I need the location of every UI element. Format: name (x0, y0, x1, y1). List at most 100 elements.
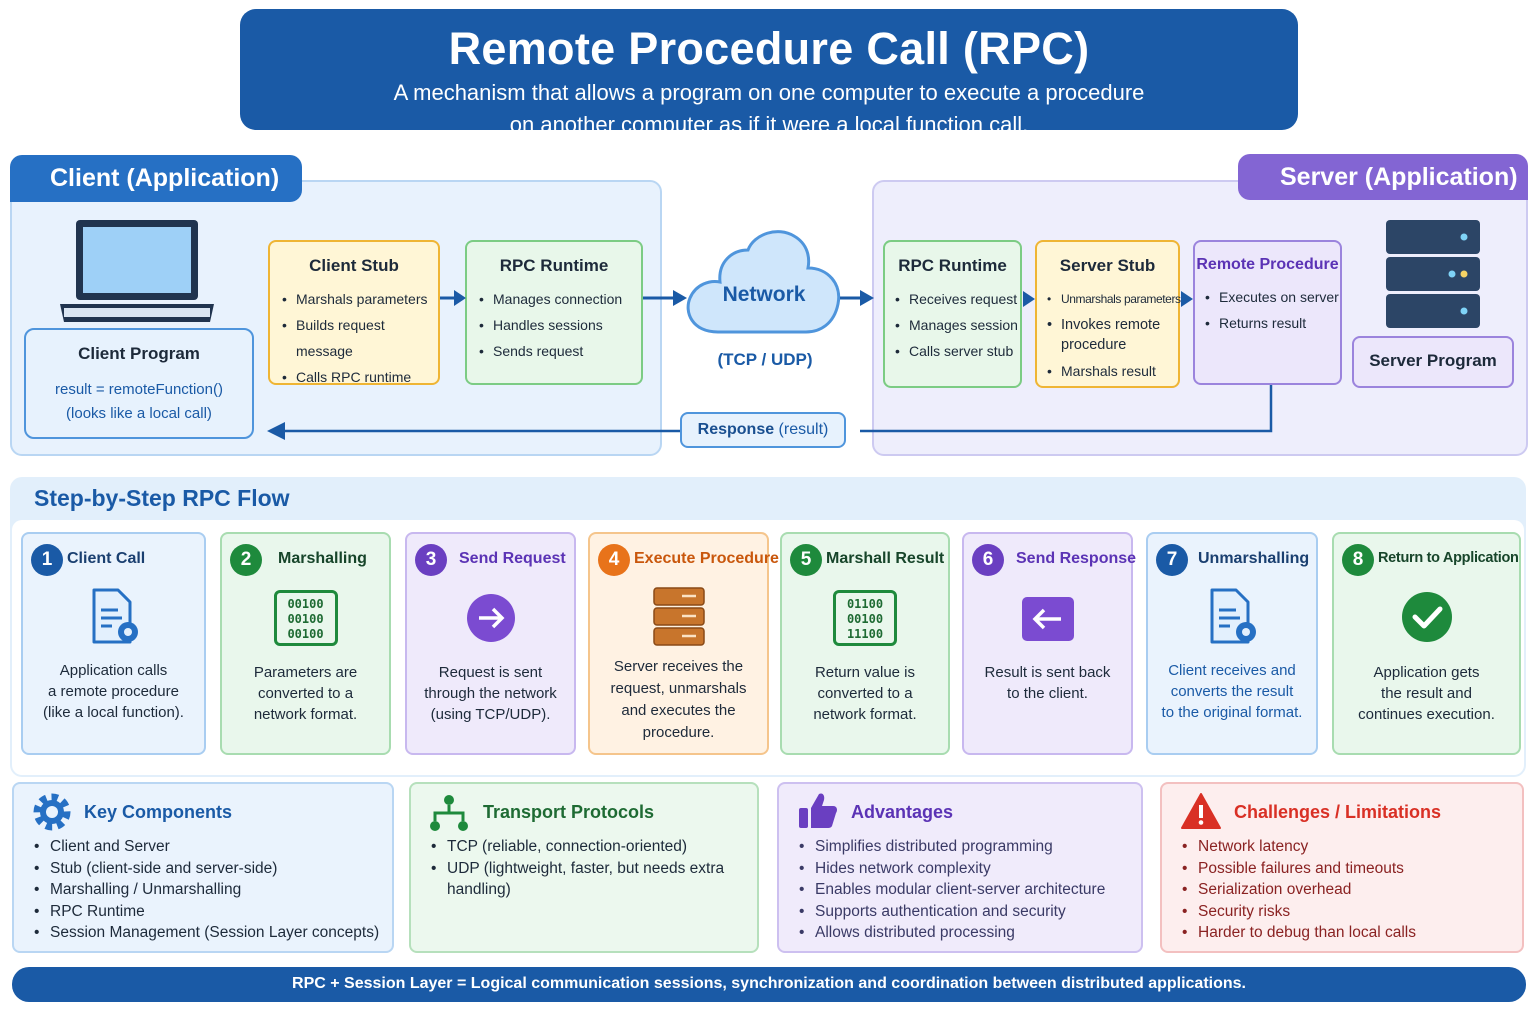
step-card: 3 Send Request Request is sent through t… (405, 532, 576, 755)
arrow-right-icon (1181, 291, 1193, 307)
remote-procedure-box: Remote Procedure Executes on server Retu… (1193, 240, 1342, 385)
response-label: Response (result) (680, 412, 846, 448)
server-stub-item: Unmarshals parameters (1047, 286, 1181, 312)
step-number-badge: 2 (230, 544, 262, 576)
challenges-panel: Challenges / Limitations Network latency… (1160, 782, 1524, 953)
response-label-detail: (result) (774, 421, 829, 438)
step-number-badge: 6 (972, 544, 1004, 576)
step-title: Execute Procedure (634, 550, 779, 567)
advantage-item: Supports authentication and security (799, 901, 1105, 923)
client-runtime-item: Sends request (479, 338, 641, 364)
key-component-item: Marshalling / Unmarshalling (34, 879, 379, 901)
step-card: 4 Execute Procedure Server receives the … (588, 532, 779, 755)
step-title: Marshall Result (826, 550, 945, 567)
binary-data-icon: 00100 00100 00100 (273, 590, 338, 646)
step-description-line: Result is sent back (984, 664, 1111, 681)
client-stub-item: Builds request message (282, 312, 438, 364)
response-label-bold: Response (697, 421, 775, 438)
remote-procedure-item: Returns result (1205, 310, 1340, 336)
transport-protocol-item: UDP (lightweight, faster, but needs extr… (431, 858, 731, 901)
step-description-line: Server receives the (613, 658, 744, 675)
step-number-badge: 4 (598, 544, 630, 576)
thumbs-up-icon (799, 793, 837, 828)
binary-row: 01100 (846, 597, 884, 611)
client-stub-item: Calls RPC runtime (282, 364, 438, 390)
server-rpc-runtime-box: RPC Runtime Receives request Manages ses… (883, 240, 1022, 388)
advantage-item: Hides network complexity (799, 858, 1105, 880)
remote-procedure-title: Remote Procedure (1196, 256, 1339, 273)
client-rpc-runtime-box: RPC Runtime Manages connection Handles s… (465, 240, 643, 385)
transport-protocol-item: TCP (reliable, connection-oriented) (431, 836, 731, 858)
network-topology-icon (430, 795, 468, 831)
step-number-badge: 3 (415, 544, 447, 576)
binary-row: 00100 (287, 597, 324, 611)
step-title: Marshalling (278, 550, 367, 567)
advantages-title: Advantages (851, 802, 954, 822)
server-runtime-title: RPC Runtime (898, 256, 1007, 275)
step-description: Client receives and converts the result … (1154, 660, 1310, 723)
step-card: 6 Send Response Result is sent back to t… (962, 532, 1137, 755)
binary-row: 00100 (287, 612, 324, 626)
step-description-line: (using TCP/UDP). (430, 706, 551, 723)
arrow-right-icon (840, 290, 874, 306)
step-description-line: Application calls (59, 662, 168, 679)
page-subtitle-line-2: on another computer as if it were a loca… (509, 112, 1029, 137)
server-stub-title: Server Stub (1059, 256, 1156, 275)
step-description-line: Parameters are (253, 664, 358, 681)
step-description: Result is sent back to the client. (970, 662, 1125, 704)
step-description-line: converted to a (257, 685, 354, 702)
page-header: Remote Procedure Call (RPC) A mechanism … (240, 9, 1298, 137)
server-rack-icon (1386, 220, 1480, 328)
step-number-badge: 5 (790, 544, 822, 576)
step-description-line: Request is sent (438, 664, 543, 681)
step-number-badge: 8 (1342, 544, 1374, 576)
server-stack-icon (652, 587, 705, 646)
remote-procedure-item: Executes on server (1205, 284, 1340, 310)
step-description-line: request, unmarshals (610, 680, 747, 697)
client-section-label: Client (Application) (10, 155, 302, 202)
key-component-item: Session Management (Session Layer concep… (34, 922, 379, 944)
client-stub-box: Client Stub Marshals parameters Builds r… (268, 240, 440, 390)
step-description-line: network format. (813, 706, 917, 723)
client-program-box: Client Program result = remoteFunction()… (24, 328, 254, 439)
server-stub-item: Marshals result (1047, 358, 1178, 384)
step-title: Client Call (67, 550, 146, 567)
step-description-line: network format. (253, 706, 358, 723)
step-card: 1 Client Call Application calls a remote… (21, 532, 206, 755)
challenge-item: Harder to debug than local calls (1182, 922, 1416, 944)
client-runtime-item: Manages connection (479, 286, 641, 312)
step-description-line: Return value is (814, 664, 916, 681)
client-runtime-title: RPC Runtime (499, 256, 609, 275)
advantage-item: Enables modular client-server architectu… (799, 879, 1105, 901)
step-description-line: converted to a (817, 685, 913, 702)
challenge-item: Serialization overhead (1182, 879, 1416, 901)
client-program-title: Client Program (78, 344, 200, 363)
arrow-right-icon (643, 290, 687, 306)
transport-protocols-panel: Transport Protocols TCP (reliable, conne… (409, 782, 759, 953)
gear-icon (33, 793, 71, 831)
arrow-right-icon (440, 290, 466, 306)
step-description-line: (like a local function). (43, 704, 184, 721)
step-description: Parameters are converted to a network fo… (228, 662, 383, 725)
step-title: Send Response (1016, 550, 1137, 567)
arrow-right-circle-icon (466, 594, 515, 642)
network-label: Network (722, 283, 806, 306)
server-runtime-item: Manages session (895, 312, 1020, 338)
step-description: Return value is converted to a network f… (788, 662, 942, 725)
advantage-item: Simplifies distributed programming (799, 836, 1105, 858)
transport-protocols-title: Transport Protocols (483, 802, 655, 822)
advantage-item: Allows distributed processing (799, 922, 1105, 944)
page-subtitle-line-1: A mechanism that allows a program on one… (393, 80, 1145, 105)
footer-banner: RPC + Session Layer = Logical communicat… (12, 967, 1526, 1002)
arrow-left-square-icon (1021, 597, 1074, 641)
network-protocols-label: (TCP / UDP) (717, 350, 813, 369)
client-runtime-item: Handles sessions (479, 312, 641, 338)
step-description-line: continues execution. (1358, 706, 1495, 723)
key-components-panel: Key Components Client and Server Stub (c… (12, 782, 394, 953)
server-section-label: Server (Application) (1238, 154, 1528, 200)
step-description-line: the result and (1381, 685, 1472, 702)
laptop-icon (60, 220, 214, 322)
warning-icon (1181, 793, 1221, 829)
step-description-line: through the network (424, 685, 557, 702)
client-program-note: (looks like a local call) (66, 405, 212, 422)
